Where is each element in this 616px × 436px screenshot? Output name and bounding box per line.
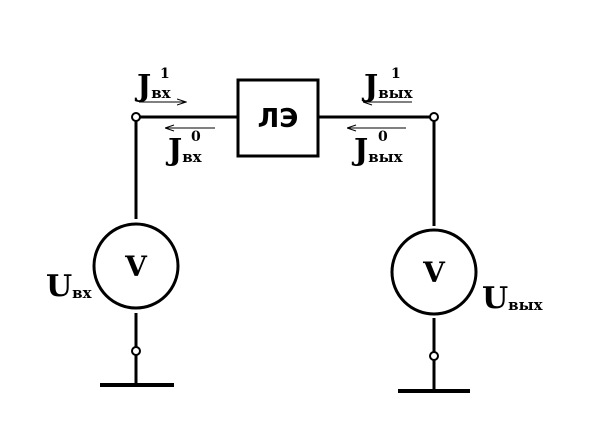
terminal-output-top <box>429 112 439 122</box>
terminal-output-bottom <box>429 351 439 361</box>
label-u-in: Uвх <box>46 269 93 304</box>
logic-element-box <box>236 78 320 158</box>
label-j-out-low-sub: вых <box>368 148 403 166</box>
label-j-in-low: Jвх <box>165 133 203 168</box>
terminal-input-top <box>131 112 141 122</box>
label-j-in-high-main: J <box>134 69 151 104</box>
label-u-out-main: U <box>482 281 508 316</box>
label-j-in-low-sub: вх <box>182 148 202 166</box>
label-j-out-low: Jвых <box>351 133 404 168</box>
label-j-in-low-main: J <box>165 133 182 168</box>
label-j-in-high-sup: 1 <box>160 66 170 82</box>
label-u-out-sub: вых <box>508 296 543 314</box>
label-j-in-low-sup: 0 <box>191 129 201 145</box>
voltmeter-output <box>390 228 478 316</box>
label-u-out: Uвых <box>482 281 544 316</box>
logic-element-label: ЛЭ <box>258 104 299 134</box>
voltmeter-input <box>92 222 180 310</box>
voltmeter-input-symbol: V <box>124 250 148 283</box>
terminal-input-bottom <box>131 346 141 356</box>
label-j-out-low-main: J <box>351 133 368 168</box>
label-j-out-low-sup: 0 <box>378 129 388 145</box>
label-j-out-high-sup: 1 <box>391 66 401 82</box>
label-u-in-main: U <box>46 269 72 304</box>
wires <box>134 115 436 391</box>
label-j-out-high: Jвых <box>361 69 414 104</box>
label-j-in-high-sub: вх <box>151 84 171 102</box>
label-j-in-high: Jвх <box>134 69 172 104</box>
label-u-in-sub: вх <box>72 284 92 302</box>
label-j-out-high-sub: вых <box>378 84 413 102</box>
label-j-out-high-main: J <box>361 69 378 104</box>
voltmeter-output-symbol: V <box>422 256 446 289</box>
